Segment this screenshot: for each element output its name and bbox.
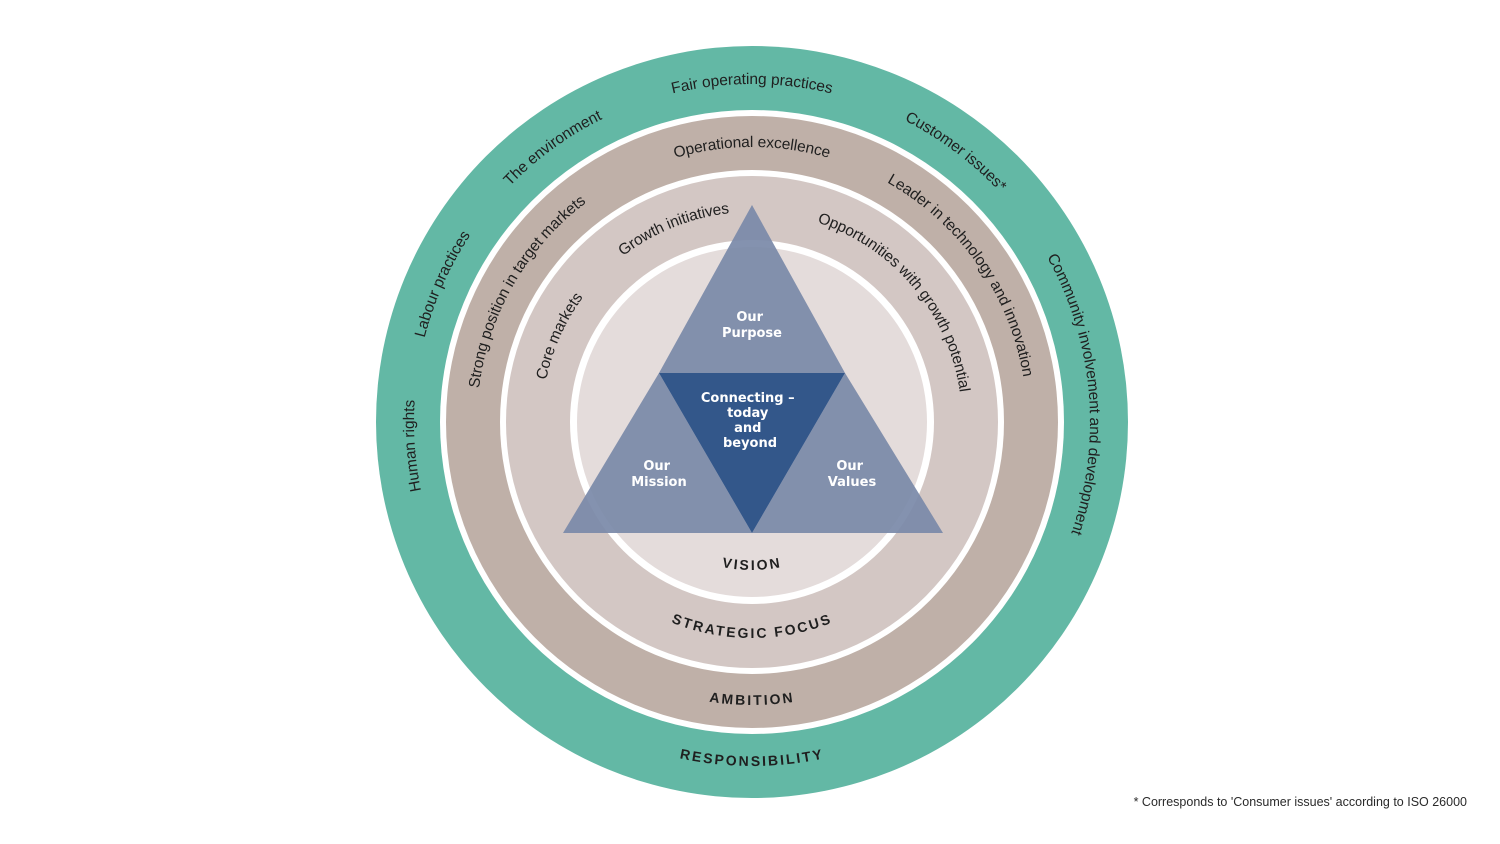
- values-label: Our Values: [828, 459, 877, 490]
- ambition-title: AMBITION: [709, 689, 796, 708]
- responsibility-title: RESPONSIBILITY: [679, 745, 825, 769]
- values-triangle: [752, 373, 943, 533]
- footnote: * Corresponds to 'Consumer issues' accor…: [1133, 795, 1467, 809]
- mission-triangle: [563, 373, 752, 533]
- purpose-label: Our Purpose: [722, 310, 782, 341]
- triangle-graphic: Our Purpose Our Mission Our Values Conne…: [563, 205, 943, 533]
- center-triangle: [659, 373, 845, 533]
- center-label: Connecting – today and beyond: [701, 391, 799, 451]
- vision-title: VISION: [721, 554, 782, 573]
- purpose-triangle: [659, 205, 845, 373]
- mission-label: Our Mission: [631, 459, 687, 490]
